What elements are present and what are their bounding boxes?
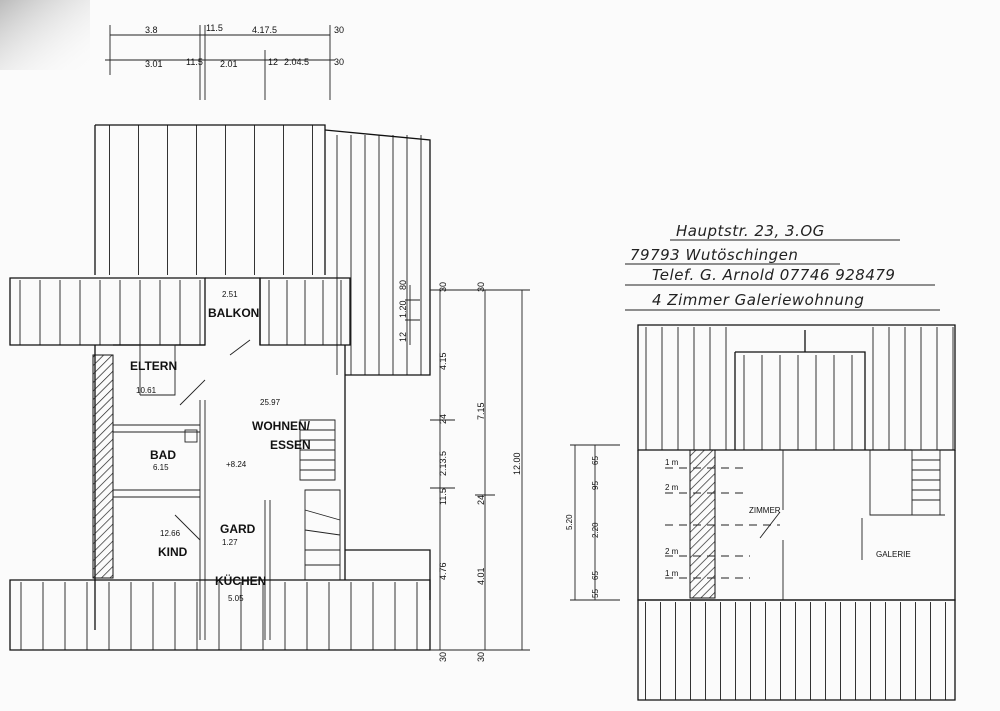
dim-label: 95 — [591, 481, 600, 490]
note-line: 4 Zimmer Galeriewohnung — [652, 291, 864, 309]
room-name-balkon: BALKON — [208, 306, 259, 320]
dim-label: 24 — [438, 414, 448, 424]
dimension-lines — [105, 25, 530, 651]
dim-label: 30 — [476, 282, 486, 292]
room-name-eltern: ELTERN — [130, 359, 177, 373]
scan-shadow — [0, 0, 90, 70]
dim-label: 30 — [438, 282, 448, 292]
height-mark: 2 m — [665, 483, 679, 492]
room-area: 12.66 — [160, 529, 181, 538]
dim-label: 30 — [334, 25, 344, 35]
dim-label: 80 — [398, 280, 408, 290]
room-name-essen: ESSEN — [270, 438, 311, 452]
dim-label: 65 — [591, 571, 600, 580]
room-name-kind: KIND — [158, 545, 188, 559]
room-name-bad: BAD — [150, 448, 176, 462]
top-dimensions: 3.8 11.5 4.17.5 30 3.01 11.5 2.01 12 2.0… — [145, 23, 344, 69]
main-floor-plan — [9, 124, 431, 651]
height-mark: 1 m — [665, 569, 679, 578]
level-mark: +8.24 — [226, 460, 247, 469]
dim-label: 65 — [591, 456, 600, 465]
side-dimensions: 80 1.20 12 30 4.15 24 2.13.5 11.5 4.76 3… — [398, 280, 522, 662]
dim-label: 55 — [591, 589, 600, 598]
dim-label: 30 — [476, 652, 486, 662]
height-mark: 2 m — [665, 547, 679, 556]
dim-label: 11.5 — [186, 57, 203, 67]
room-name-kuechen: KÜCHEN — [215, 573, 266, 588]
room-area: 25.97 — [260, 398, 281, 407]
sink — [184, 429, 198, 443]
dim-label: 30 — [334, 57, 344, 67]
height-mark: 1 m — [665, 458, 679, 467]
dim-label: 2.01 — [220, 59, 238, 69]
note-line: Hauptstr. 23, 3.OG — [676, 222, 825, 240]
dim-label: 24 — [476, 495, 486, 505]
room-name-zimmer: ZIMMER — [749, 506, 781, 515]
room-area: 6.15 — [153, 463, 169, 472]
dim-label: 11.5 — [438, 488, 448, 505]
dim-label: 12 — [398, 332, 408, 342]
dim-label: 4.01 — [476, 567, 486, 585]
dim-total: 12.00 — [512, 452, 522, 475]
dim-label: 1.20 — [398, 300, 408, 318]
roof-stripes — [19, 125, 954, 700]
room-area: 1.27 — [222, 538, 238, 547]
dim-label: 4.17.5 — [252, 25, 277, 35]
room-labels: 2.51 BALKON ELTERN 10.61 25.97 WOHNEN/ E… — [130, 290, 311, 603]
dim-label: 12 — [268, 57, 278, 67]
dim-label: 30 — [438, 652, 448, 662]
room-area: 10.61 — [136, 386, 157, 395]
note-line: Telef. G. Arnold 07746 928479 — [652, 266, 895, 284]
room-area: 2.51 — [222, 290, 238, 299]
gallery-floor-plan: ZIMMER GALERIE 1 m 2 m 2 m 1 m 65 95 2.2… — [565, 324, 956, 701]
dim-label: 7.15 — [476, 402, 486, 420]
room-name-wohnen: WOHNEN/ — [252, 419, 311, 433]
room-name-gard: GARD — [220, 522, 256, 536]
room-name-galerie: GALERIE — [876, 550, 911, 559]
dim-label: 4.76 — [438, 562, 448, 580]
hatched-wall — [689, 449, 716, 599]
dim-label: 2.04.5 — [284, 57, 309, 67]
hatched-wall — [92, 354, 114, 579]
note-line: 79793 Wutöschingen — [630, 246, 798, 264]
dim-label: 2.13.5 — [438, 451, 448, 476]
room-area: 5.05 — [228, 594, 244, 603]
dim-label: 4.15 — [438, 352, 448, 370]
dim-label: 3.01 — [145, 59, 163, 69]
dim-label: 2.20 — [591, 522, 600, 538]
handwritten-address-note: Hauptstr. 23, 3.OG 79793 Wutöschingen Te… — [625, 222, 940, 311]
dim-total: 5.20 — [565, 514, 574, 530]
dim-label: 3.8 — [145, 25, 158, 35]
dim-label: 11.5 — [206, 23, 223, 33]
